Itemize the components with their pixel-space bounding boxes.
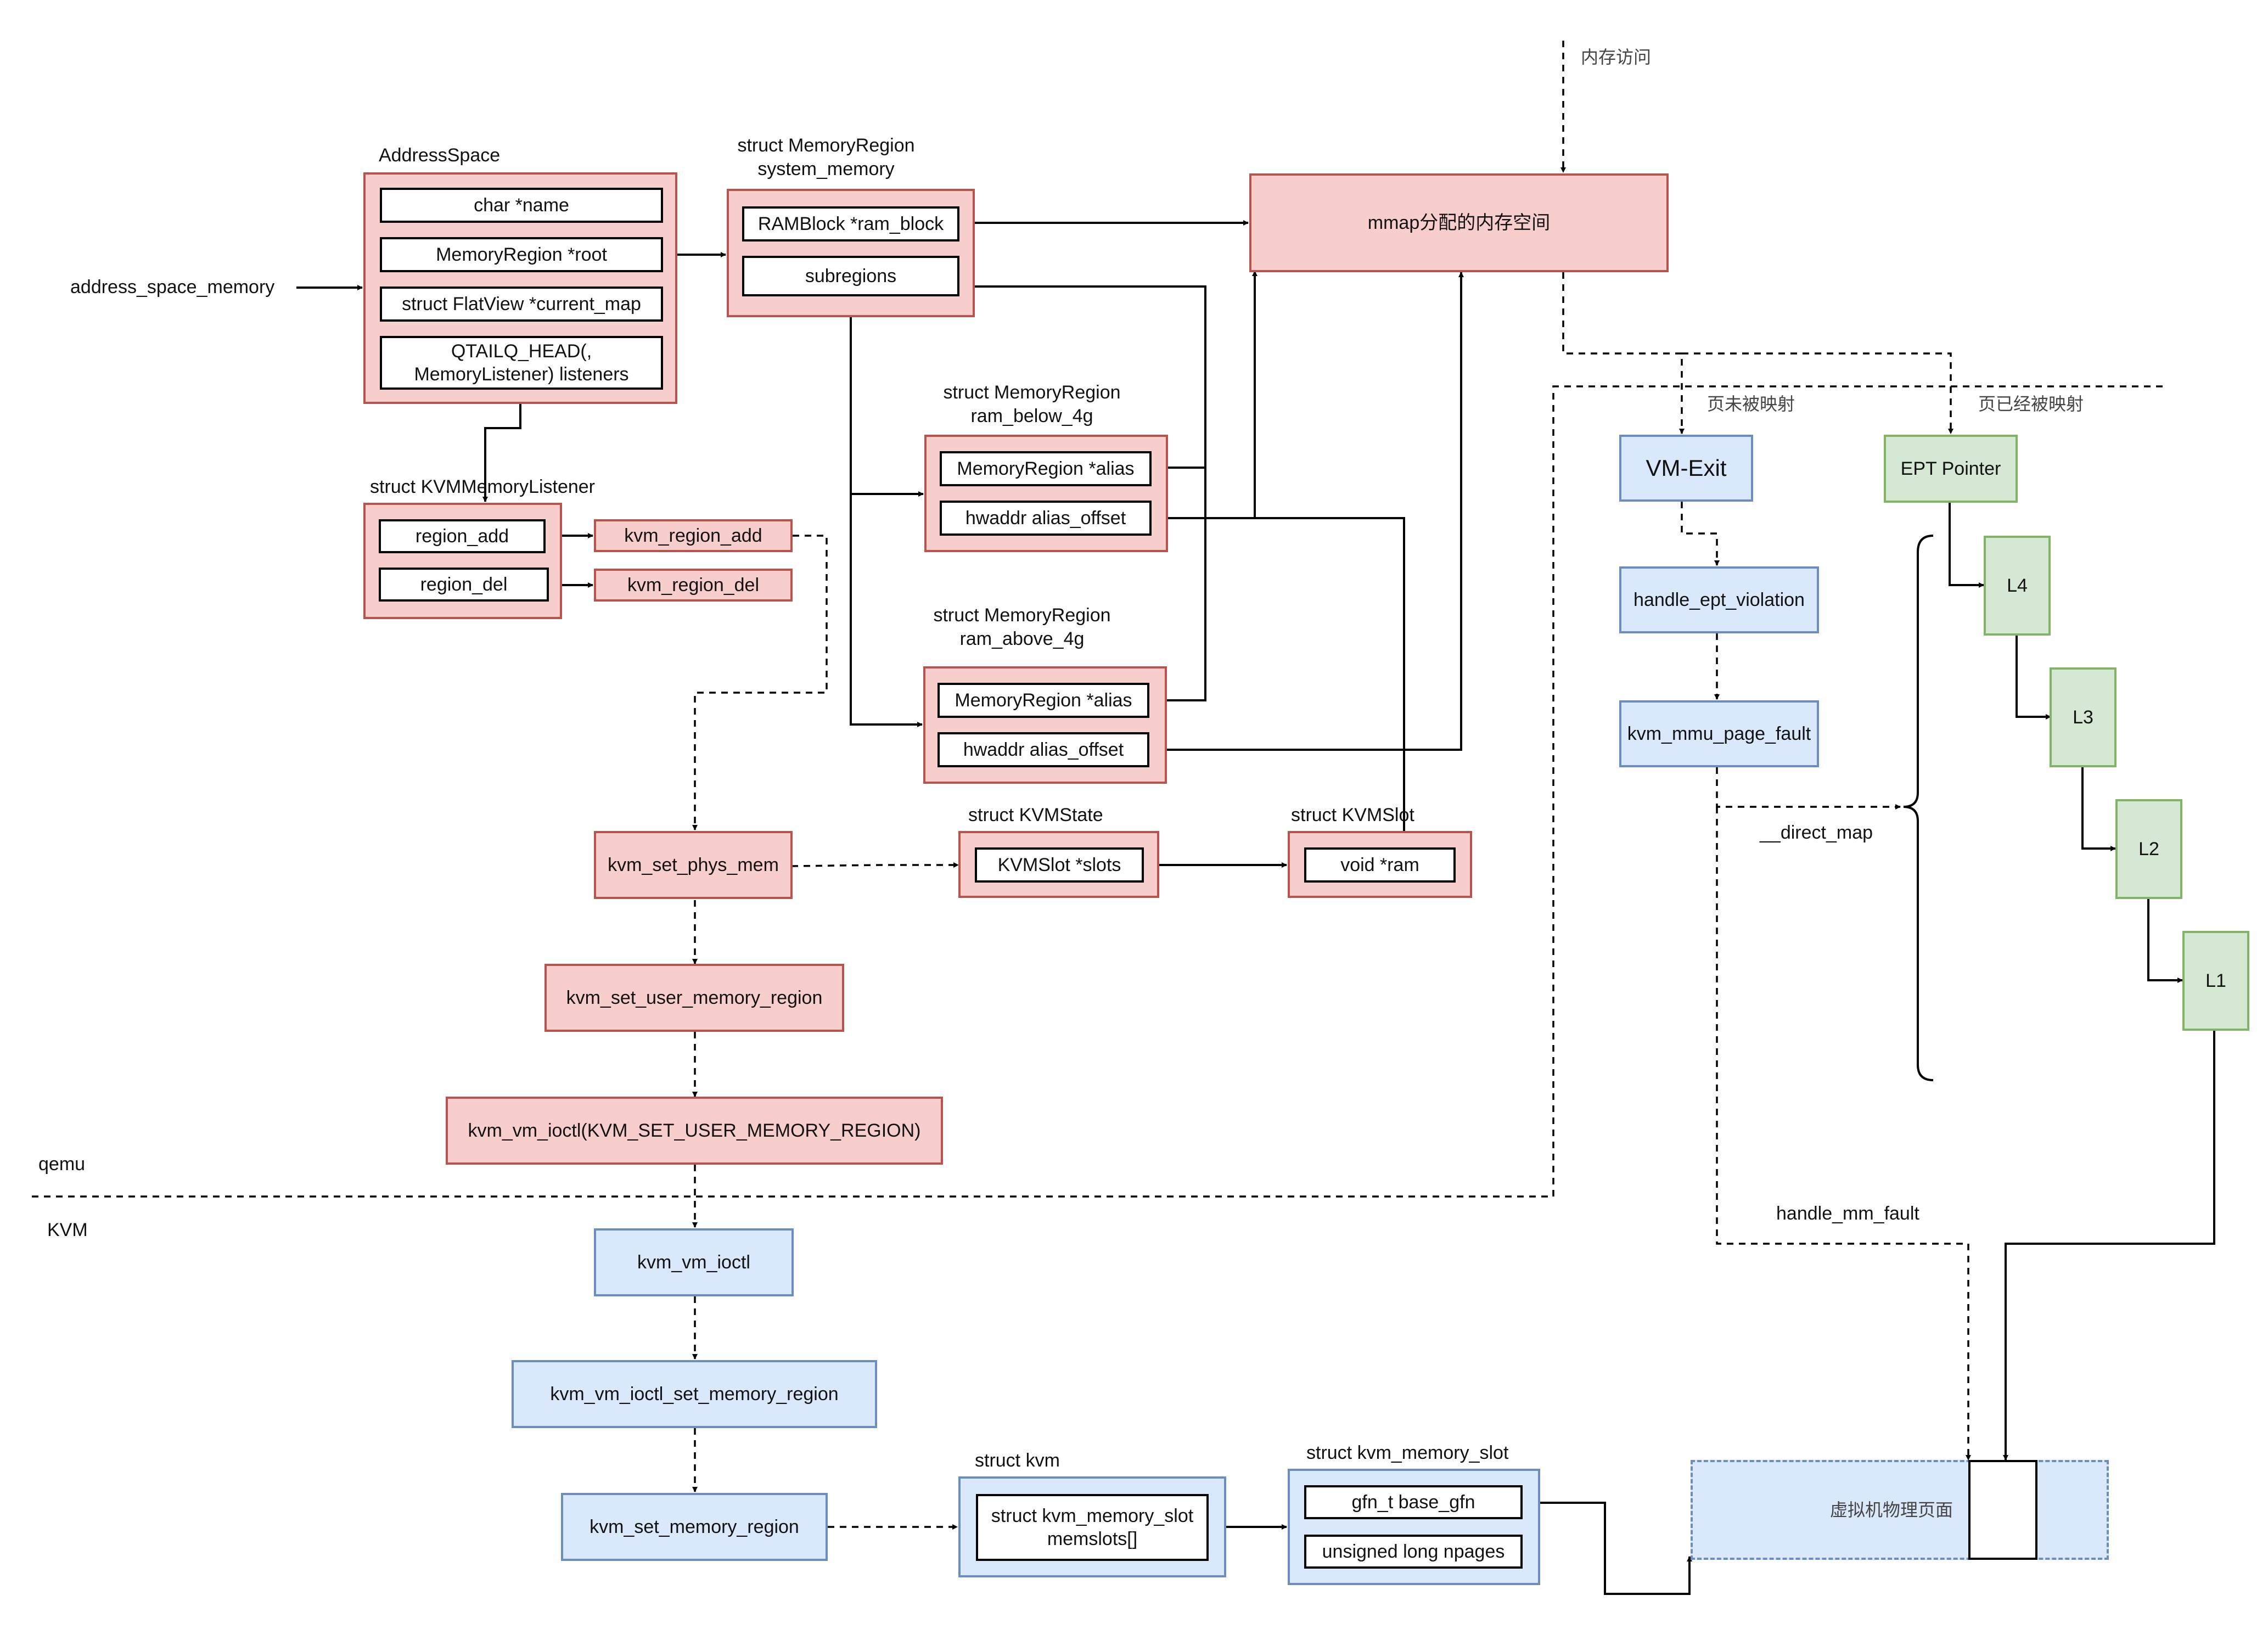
kvm-vm-ioctl-box: kvm_vm_ioctl [594,1228,794,1296]
guest-physical-page-label: 虚拟机物理页面 [1830,1499,1953,1520]
edge-l1-to-guest-page [2003,1031,2215,1461]
kvm-mmu-page-fault-box: kvm_mmu_page_fault [1619,700,1819,767]
offset-above-field: hwaddr alias_offset [937,732,1149,767]
ept-brace [1903,535,1934,1081]
edge-subregions-to-above [850,494,923,727]
edge-basegfn-to-guest-page [1523,1502,1692,1595]
edge-mmap-to-ept [1682,352,1953,434]
edge-l3-to-l2 [2081,766,2116,851]
label-kvm: KVM [47,1220,88,1240]
label-page-unmapped: 页未被映射 [1707,394,1795,414]
edge-subregions-to-below [850,296,924,497]
label-kvm-memory-listener: struct KVMMemoryListener [370,476,595,497]
edge-vmexit-to-handle-ept [1681,502,1720,566]
edge-listeners-to-kvmlistener [482,390,521,502]
label-handle-mm-fault: handle_mm_fault [1776,1203,1919,1224]
edge-mmu-fault-to-direct-map [1716,767,1901,810]
label-mr-system-memory: struct MemoryRegion system_memory [737,135,915,179]
vm-exit-box: VM-Exit [1619,435,1753,502]
label-kvm-slot: struct KVMSlot [1291,805,1414,825]
memslots-field: struct kvm_memory_slot memslots[] [976,1494,1209,1561]
label-qemu: qemu [38,1154,86,1175]
edge-offset-above-to-mmap [1149,272,1464,751]
edge-voidram-to-offset-below [1255,517,1405,855]
edge-alias-below-to-subregions [960,284,1206,469]
label-kvm-memory-slot: struct kvm_memory_slot [1306,1442,1509,1463]
edge-mmu-fault-to-guest-page [1716,807,1971,1461]
label-mr-ram-below-4g: struct MemoryRegion ram_below_4g [943,382,1121,426]
edge-alias-above-to-subregions [1149,468,1206,701]
label-mr-ram-above-4g: struct MemoryRegion ram_above_4g [933,605,1111,649]
mmap-memory-box: mmap分配的内存空间 [1249,173,1669,272]
edge-kvm-region-add-to-set-phys [692,535,828,830]
npages-field: unsigned long npages [1304,1535,1523,1569]
ept-l1-box: L1 [2182,931,2249,1031]
ept-pointer-box: EPT Pointer [1884,435,2018,503]
kvmslot-slots-field: KVMSlot *slots [975,847,1144,883]
guest-physical-page-box: 虚拟机物理页面 [1691,1460,2109,1560]
kvm-set-phys-mem-box: kvm_set_phys_mem [594,831,793,899]
label-kvm-state: struct KVMState [968,805,1103,825]
label-address-space: AddressSpace [379,145,501,166]
offset-below-field: hwaddr alias_offset [940,501,1152,536]
handle-ept-violation-box: handle_ept_violation [1619,566,1819,633]
label-memory-access: 内存访问 [1581,47,1652,68]
void-ram-field: void *ram [1304,847,1456,883]
region-del-field: region_del [379,568,549,602]
guest-page-frame [1968,1460,2037,1560]
subregions-field: subregions [742,256,959,296]
edge-l4-to-l3 [2016,634,2051,720]
kvm-vm-ioctl-set-memory-region-box: kvm_vm_ioctl_set_memory_region [512,1360,877,1428]
kvm-region-del-box: kvm_region_del [594,569,793,602]
flatview-field: struct FlatView *current_map [380,287,663,322]
label-address-space-memory: address_space_memory [70,277,275,297]
region-add-field: region_add [379,519,546,553]
edge-l2-to-l1 [2147,898,2183,983]
alias-above-field: MemoryRegion *alias [937,683,1149,718]
kvm-set-memory-region-box: kvm_set_memory_region [561,1493,828,1561]
ept-l4-box: L4 [1984,536,2051,636]
base-gfn-field: gfn_t base_gfn [1304,1485,1523,1519]
kvm-vm-ioctl-call-box: kvm_vm_ioctl(KVM_SET_USER_MEMORY_REGION) [446,1097,943,1165]
qemu-kvm-boundary [32,385,2166,1198]
mr-root-field: MemoryRegion *root [380,237,663,272]
kvm-region-add-box: kvm_region_add [594,519,793,552]
label-struct-kvm: struct kvm [975,1450,1060,1471]
listeners-field: QTAILQ_HEAD(, MemoryListener) listeners [380,336,663,390]
label-direct-map: __direct_map [1760,822,1873,843]
edge-ept-to-l4 [1949,503,1984,588]
ept-l3-box: L3 [2050,667,2117,767]
edge-set-phys-to-kvmstate [791,862,959,868]
ram-block-field: RAMBlock *ram_block [742,206,959,241]
alias-below-field: MemoryRegion *alias [940,451,1152,486]
label-page-mapped: 页已经被映射 [1978,394,2084,414]
edge-mmap-to-vmexit [1562,272,1685,434]
char-name-field: char *name [380,188,663,223]
ept-l2-box: L2 [2115,799,2182,899]
kvm-set-user-memory-region-box: kvm_set_user_memory_region [544,964,844,1032]
